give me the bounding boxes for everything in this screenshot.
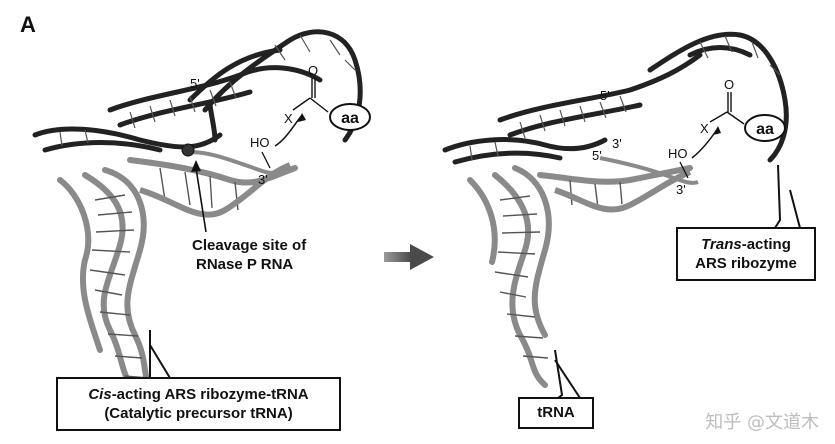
left-5prime: 5' <box>190 76 200 91</box>
trna-callout-leader <box>554 349 564 399</box>
right-leaving-x: X <box>700 121 709 136</box>
left-acceptor-helix <box>139 162 292 218</box>
cis-acting-box: Cis-acting ARS ribozyme-tRNA (Catalytic … <box>56 377 341 431</box>
right-acceptor-helix <box>554 169 692 213</box>
left-carbonyl-bond <box>309 97 329 113</box>
left-3prime: 3' <box>258 172 268 187</box>
trans-callout-leader <box>774 164 782 229</box>
cis-box-line1: Cis-acting ARS ribozyme-tRNA <box>58 385 339 404</box>
right-aa-ellipse <box>744 114 786 142</box>
right-structure: aa O X HO 3' 5' 3' 5' <box>442 31 789 388</box>
cis-box-line2: (Catalytic precursor tRNA) <box>104 405 293 422</box>
right-carbonyl-o: O <box>724 77 734 92</box>
right-aa-label: aa <box>756 121 774 138</box>
cleavage-callout-line1: Cleavage site of <box>192 237 307 254</box>
cis-box-rest: -acting ARS ribozyme-tRNA <box>111 386 309 403</box>
left-3prime-tail <box>189 150 277 175</box>
left-aa-label: aa <box>341 110 359 127</box>
left-ribozyme-pairs <box>59 34 356 147</box>
cleavage-callout-line2: RNase P RNA <box>196 256 294 273</box>
panel-label: A <box>20 12 36 37</box>
left-ho-label: HO <box>250 135 270 150</box>
trna-box-label: tRNA <box>537 404 575 421</box>
right-ho-label: HO <box>668 146 688 161</box>
left-aa-ellipse <box>329 103 371 131</box>
trans-italic-prefix: Trans <box>701 236 742 253</box>
right-ribozyme-strand <box>442 31 789 165</box>
left-leaving-x: X <box>284 111 293 126</box>
right-3prime-top: 3' <box>612 136 622 151</box>
right-base-pairs <box>494 179 623 359</box>
cleavage-site-marker <box>181 143 195 157</box>
trans-acting-box: Trans-acting ARS ribozyme <box>676 227 816 281</box>
left-trna-helix <box>57 157 298 398</box>
left-carbonyl-o: O <box>308 63 318 78</box>
right-5prime-top: 5' <box>600 88 610 103</box>
right-3prime-tail <box>599 156 699 185</box>
trans-box-line1: Trans-acting <box>678 235 814 254</box>
right-ribozyme-pairs <box>469 35 781 161</box>
transition-arrow <box>384 244 434 270</box>
cis-italic-prefix: Cis <box>88 386 112 403</box>
right-3prime: 3' <box>676 182 686 197</box>
cleavage-callout: Cleavage site of RNase P RNA <box>192 236 362 274</box>
left-attack-arrow <box>274 114 303 147</box>
left-base-pairs <box>89 167 239 379</box>
right-trna-helix <box>467 165 693 388</box>
trans-box-rest: -acting <box>741 236 791 253</box>
right-5prime-inner: 5' <box>592 148 602 163</box>
trna-box: tRNA <box>518 397 594 429</box>
watermark: 知乎 @文道木 <box>705 412 819 433</box>
left-structure: aa O X HO 3' 5' <box>32 29 371 398</box>
trans-box-line2: ARS ribozyme <box>695 255 797 272</box>
cleavage-pointer <box>195 167 207 233</box>
